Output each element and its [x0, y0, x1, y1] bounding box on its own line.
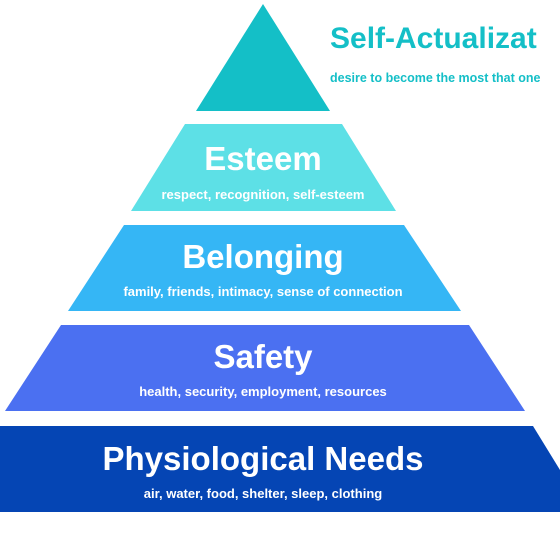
level-physiological-description: air, water, food, shelter, sleep, clothi… — [144, 486, 382, 501]
level-peak-title: Self-Actualizat — [330, 22, 537, 55]
level-peak-shape — [196, 4, 330, 111]
level-safety-shape — [5, 325, 525, 411]
level-physiological-shape — [0, 426, 560, 512]
level-peak-description: desire to become the most that one — [330, 71, 541, 85]
level-belonging-description: family, friends, intimacy, sense of conn… — [123, 284, 402, 299]
level-esteem-description: respect, recognition, self-esteem — [161, 187, 364, 202]
level-belonging-shape — [68, 225, 461, 311]
level-physiological-title: Physiological Needs — [103, 440, 424, 477]
level-safety-title: Safety — [213, 338, 313, 375]
level-esteem-shape — [131, 124, 396, 211]
level-safety-description: health, security, employment, resources — [139, 384, 387, 399]
level-belonging-title: Belonging — [182, 238, 343, 275]
level-esteem-title: Esteem — [204, 140, 321, 177]
